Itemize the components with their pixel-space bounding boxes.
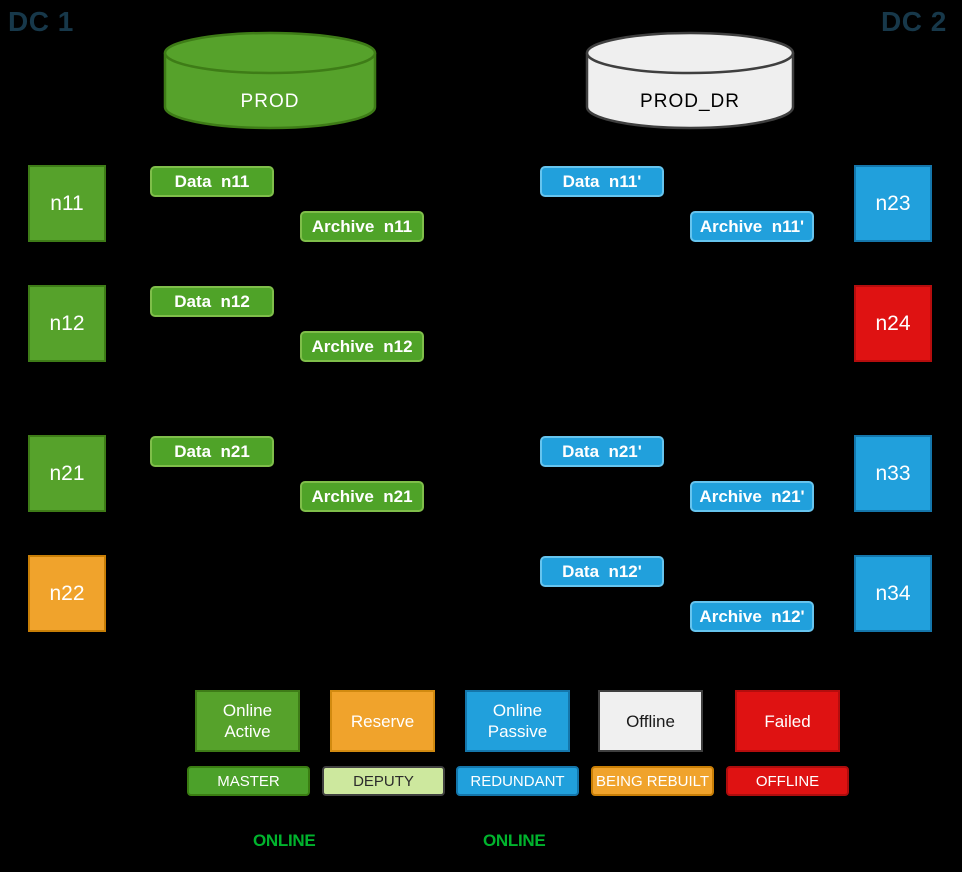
- dc1-title: DC 1: [8, 6, 74, 37]
- legend-role-redundant: REDUNDANT: [456, 766, 579, 796]
- chip-data-n11-prime: Data n11': [540, 166, 664, 197]
- database-cylinder-icon: [163, 31, 377, 130]
- legend-state-offline: Offline: [598, 690, 703, 752]
- chip-data-n12: Data n12: [150, 286, 274, 317]
- legend-state-online-active: Online Active: [195, 690, 300, 752]
- chip-archive-n11-prime: Archive n11': [690, 211, 814, 242]
- chip-archive-n11: Archive n11: [300, 211, 424, 242]
- legend-role-master: MASTER: [187, 766, 310, 796]
- legend-role-offline: OFFLINE: [726, 766, 849, 796]
- prod-dr-database-label: PROD_DR: [640, 91, 740, 112]
- chip-archive-n21: Archive n21: [300, 481, 424, 512]
- chip-data-n11: Data n11: [150, 166, 274, 197]
- database-cylinder-icon: [585, 31, 795, 130]
- node-n21: n21: [28, 435, 106, 512]
- node-n11: n11: [28, 165, 106, 242]
- node-n24: n24: [854, 285, 932, 362]
- prod-database-label: PROD: [240, 91, 300, 112]
- chip-data-n21: Data n21: [150, 436, 274, 467]
- online-status-left: ONLINE: [253, 831, 316, 850]
- node-n34: n34: [854, 555, 932, 632]
- legend-state-reserve: Reserve: [330, 690, 435, 752]
- chip-data-n21-prime: Data n21': [540, 436, 664, 467]
- node-n12: n12: [28, 285, 106, 362]
- node-n33: n33: [854, 435, 932, 512]
- legend-role-being-rebuilt: BEING REBUILT: [591, 766, 714, 796]
- node-n23: n23: [854, 165, 932, 242]
- dc2-title: DC 2: [881, 6, 947, 37]
- legend-role-deputy: DEPUTY: [322, 766, 445, 796]
- prod-dr-database: PROD_DR: [585, 31, 795, 130]
- chip-archive-n21-prime: Archive n21': [690, 481, 814, 512]
- prod-database: PROD: [163, 31, 377, 130]
- online-status-right: ONLINE: [483, 831, 546, 850]
- chip-archive-n12: Archive n12: [300, 331, 424, 362]
- node-n22: n22: [28, 555, 106, 632]
- legend-state-failed: Failed: [735, 690, 840, 752]
- chip-data-n12-prime: Data n12': [540, 556, 664, 587]
- legend-state-online-passive: Online Passive: [465, 690, 570, 752]
- chip-archive-n12-prime: Archive n12': [690, 601, 814, 632]
